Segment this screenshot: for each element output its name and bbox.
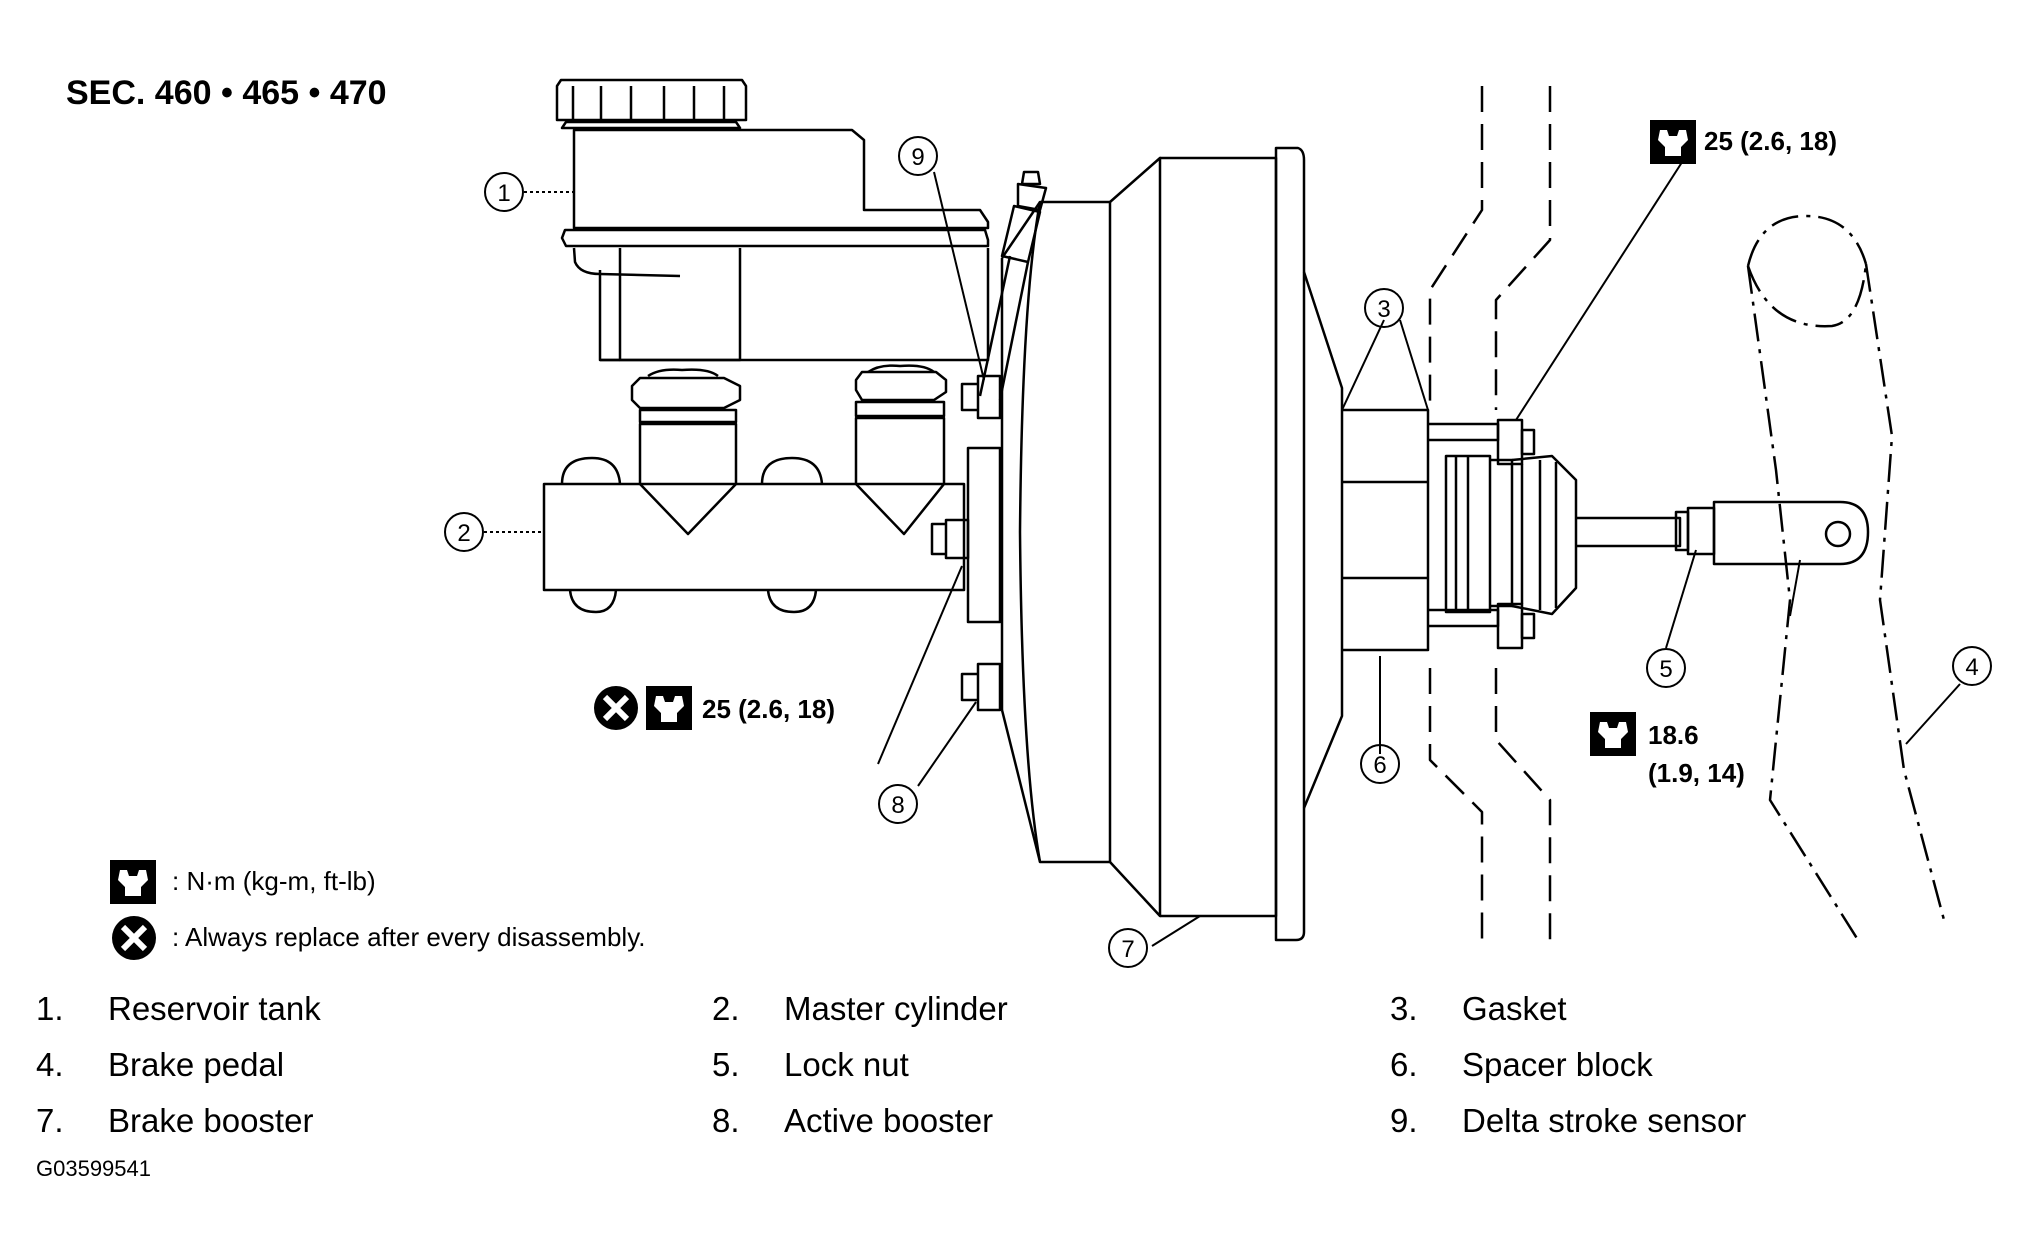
part-name: Reservoir tank	[108, 990, 321, 1027]
callout-6: 6	[1360, 744, 1400, 784]
brake-booster	[1000, 146, 1430, 942]
part-name: Lock nut	[784, 1046, 909, 1083]
lock-nut	[1576, 506, 1716, 556]
torque-label-upper-right: 25 (2.6, 18)	[1648, 118, 1837, 166]
callout-3: 3	[1364, 288, 1404, 328]
replace-x-icon	[112, 916, 156, 960]
symbol-legend: : N·m (kg-m, ft-lb) : Always replace aft…	[108, 858, 645, 960]
svg-text:2: 2	[457, 520, 470, 547]
svg-text:18.6: 18.6	[1648, 720, 1699, 750]
svg-text:(1.9, 14): (1.9, 14)	[1648, 758, 1745, 788]
callout-5: 5	[1646, 648, 1686, 688]
svg-text:9: 9	[911, 144, 924, 171]
master-cylinder	[542, 364, 1002, 624]
part-number: 4.	[36, 1046, 64, 1083]
callout-1: 1	[484, 172, 524, 212]
leader-lines	[484, 155, 1961, 947]
parts-list: 1. Reservoir tank 2. Master cylinder 3. …	[36, 990, 1746, 1139]
part-number: 8.	[712, 1102, 740, 1139]
svg-text:1: 1	[497, 180, 510, 207]
dash-panel	[1428, 86, 1552, 950]
callout-8: 8	[878, 784, 918, 824]
brake-pedal	[1746, 214, 1946, 941]
callout-2: 2	[444, 512, 484, 552]
callout-7: 7	[1108, 928, 1148, 968]
part-number: 2.	[712, 990, 740, 1027]
part-number: 9.	[1390, 1102, 1418, 1139]
part-name: Master cylinder	[784, 990, 1008, 1027]
section-title: SEC. 460 • 465 • 470	[66, 74, 387, 112]
part-number: 7.	[36, 1102, 64, 1139]
svg-text:25 (2.6, 18): 25 (2.6, 18)	[702, 694, 835, 724]
part-name: Gasket	[1462, 990, 1567, 1027]
part-number: 1.	[36, 990, 64, 1027]
legend-replace-note: : Always replace after every disassembly…	[172, 922, 645, 952]
torque-wrench-icon	[108, 858, 158, 906]
part-name: Active booster	[784, 1102, 993, 1139]
svg-text:25 (2.6, 18): 25 (2.6, 18)	[1704, 126, 1837, 156]
upper-stud-nut	[960, 374, 1002, 420]
legend-torque-units: : N·m (kg-m, ft-lb)	[172, 866, 376, 896]
svg-text:5: 5	[1659, 656, 1672, 683]
svg-text:4: 4	[1965, 654, 1978, 681]
callout-4: 4	[1952, 646, 1992, 686]
figure-code: G03599541	[36, 1156, 151, 1181]
svg-text:3: 3	[1377, 296, 1390, 323]
torque-wrench-icon	[1588, 710, 1638, 758]
delta-stroke-sensor	[978, 170, 1048, 401]
torque-wrench-icon	[1648, 118, 1698, 166]
replace-x-icon	[594, 686, 638, 730]
rear-studs	[1428, 418, 1578, 650]
reservoir-tank	[555, 78, 990, 362]
svg-text:6: 6	[1373, 752, 1386, 779]
part-name: Spacer block	[1462, 1046, 1653, 1083]
torque-label-lock-nut: 18.6 (1.9, 14)	[1588, 710, 1745, 788]
part-number: 5.	[712, 1046, 740, 1083]
clevis	[1712, 500, 1870, 566]
part-name: Brake pedal	[108, 1046, 284, 1083]
svg-text:7: 7	[1121, 936, 1134, 963]
part-number: 3.	[1390, 990, 1418, 1027]
svg-text:8: 8	[891, 792, 904, 819]
active-booster-nut	[960, 662, 1002, 712]
torque-wrench-icon	[644, 684, 694, 732]
callout-9: 9	[898, 136, 938, 176]
torque-label-lower-left: 25 (2.6, 18)	[594, 686, 835, 730]
part-number: 6.	[1390, 1046, 1418, 1083]
part-name: Delta stroke sensor	[1462, 1102, 1746, 1139]
part-name: Brake booster	[108, 1102, 313, 1139]
